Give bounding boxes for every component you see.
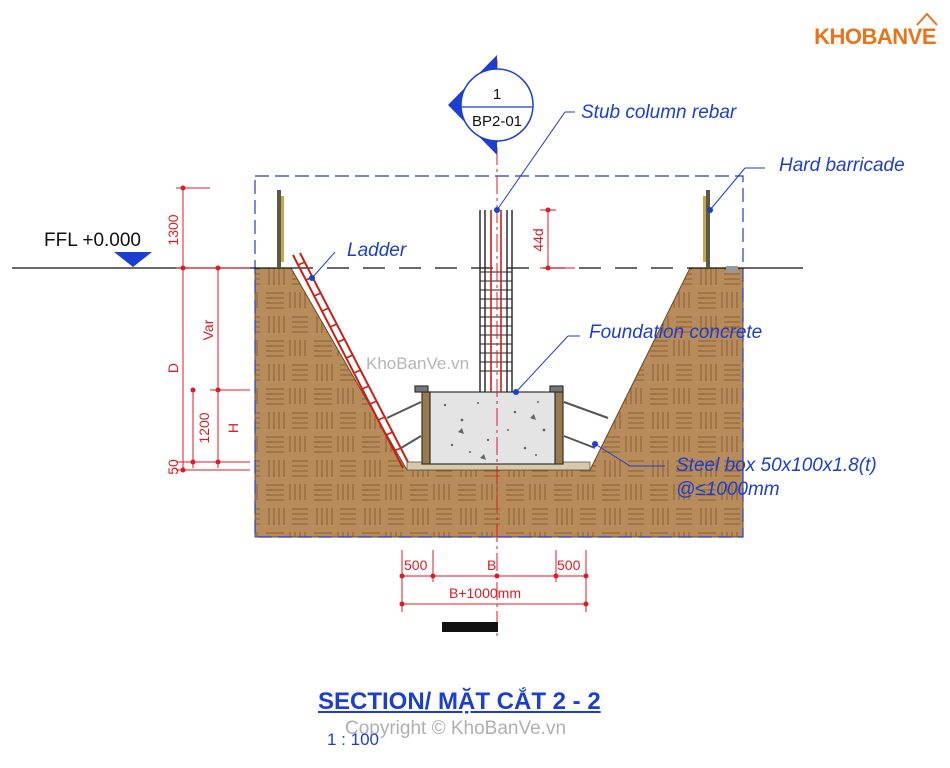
dim-H: H: [225, 423, 241, 433]
stub-column-rebar: [479, 210, 513, 392]
ladder: [292, 252, 411, 469]
dim-50: 50: [165, 459, 181, 475]
section-boundary: [254, 175, 744, 538]
dim-1300: 1300: [165, 214, 181, 245]
hard-barricade-left: [277, 190, 284, 268]
dim-1200: 1200: [196, 412, 212, 443]
steel-box-struts: [386, 401, 609, 449]
logo: KHOBANVE: [814, 12, 938, 50]
steel-box-label-line2: @≤1000mm: [676, 479, 780, 500]
concrete-aggregate: [443, 401, 546, 460]
annotation-leaders: [311, 111, 765, 467]
section-bubble: 1 BP2-01: [448, 55, 534, 155]
dim-b-plus-1000: B+1000mm: [449, 585, 521, 601]
ladder-label: Ladder: [347, 240, 407, 261]
hard-barricade-label: Hard barricade: [779, 155, 905, 176]
copyright-watermark: Copyright © KhoBanVe.vn: [345, 718, 567, 739]
ffl-label: FFL +0.000: [44, 230, 141, 251]
section-number: 1: [493, 86, 501, 103]
dim-var: Var: [200, 319, 216, 340]
dim-D: D: [165, 363, 181, 373]
level-marker-icon: [114, 252, 152, 267]
dim-500-right: 500: [557, 557, 581, 573]
vertical-dimension-lines: [176, 186, 575, 471]
dim-44d: 44d: [530, 228, 546, 251]
foundation-concrete: [429, 391, 556, 465]
house-roof-icon: [916, 12, 938, 26]
steel-box-label-line1: Steel box 50x100x1.8(t): [676, 455, 877, 476]
dimension-ticks: [180, 185, 551, 473]
watermark-middle: KhoBanVe.vn: [366, 354, 470, 373]
section-title: SECTION/ MẶT CẮT 2 - 2: [318, 688, 601, 715]
scale-bar: [442, 622, 498, 632]
hard-barricade-right: [703, 190, 738, 273]
stub-column-rebar-label: Stub column rebar: [581, 102, 737, 123]
logo-text: KHOBANVE: [814, 24, 936, 49]
leader-points: [309, 207, 713, 447]
section-sheet: BP2-01: [472, 113, 522, 130]
dim-B: B: [487, 557, 496, 573]
foundation-concrete-label: Foundation concrete: [589, 322, 762, 343]
dim-500-left: 500: [404, 557, 428, 573]
horizontal-dimension-ticks: [399, 573, 589, 607]
scale-label: 1 : 100: [327, 730, 379, 749]
